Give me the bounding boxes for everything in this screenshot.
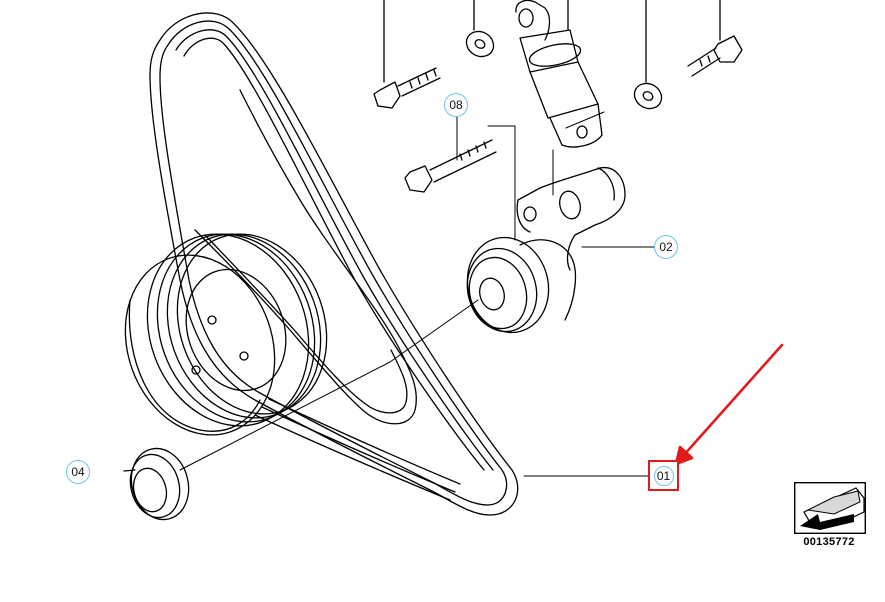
callout-02-label: 02 [659, 240, 673, 254]
tension-damper [515, 0, 603, 148]
callout-08-label: 08 [449, 98, 463, 112]
callout-01-ring: 01 [653, 465, 674, 486]
bolt-upper-left [373, 0, 441, 109]
bolt-upper-right [687, 0, 743, 77]
callout-04-label: 04 [71, 465, 85, 479]
crankshaft-pulley [124, 233, 328, 436]
red-arrow-icon [674, 343, 784, 466]
leader-lines [179, 111, 655, 477]
callout-02[interactable]: 02 [654, 235, 678, 259]
drive-belt [149, 12, 519, 516]
bolt-08 [404, 139, 497, 193]
callout-01-label: 01 [656, 468, 671, 483]
callout-04[interactable]: 04 [66, 460, 90, 484]
callout-01-highlighted[interactable]: 01 [648, 460, 679, 491]
next-page-arrow-icon[interactable] [794, 482, 866, 534]
washer-upper [465, 0, 495, 58]
idler-pulley [123, 447, 190, 521]
callout-08[interactable]: 08 [444, 93, 468, 117]
washer-right [633, 0, 663, 110]
belt-tensioner [466, 166, 626, 334]
diagram-number: 00135772 [803, 536, 855, 548]
